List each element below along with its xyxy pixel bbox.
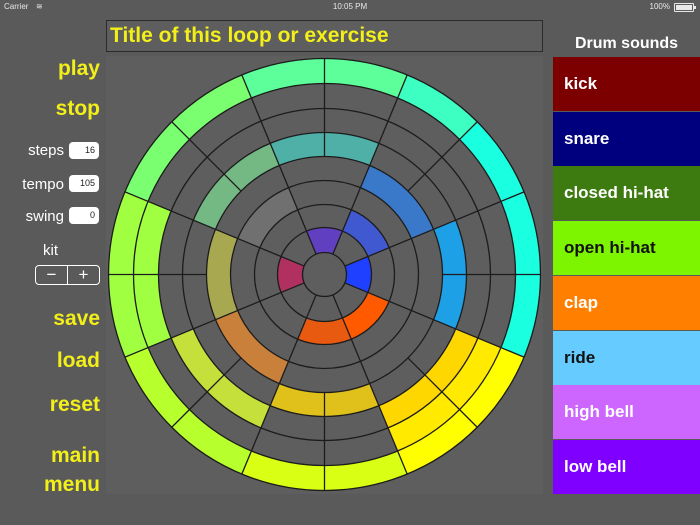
play-button[interactable]: play — [57, 57, 100, 80]
main-menu-label-line1: main — [50, 444, 100, 467]
wheel-spoke — [171, 121, 242, 192]
drum-sounds-header: Drum sounds — [574, 35, 679, 52]
save-button[interactable]: save — [53, 307, 100, 330]
steps-label: steps — [28, 142, 64, 159]
main-menu-label-line2: menu — [43, 473, 100, 496]
kit-decrement-button[interactable]: − — [36, 266, 68, 284]
drum-sound-ride[interactable]: ride — [553, 330, 700, 385]
wheel-center — [301, 251, 348, 298]
active-step-cell[interactable] — [342, 292, 390, 340]
drum-sound-high-bell[interactable]: high bell — [553, 385, 700, 440]
swing-label: swing — [25, 208, 64, 225]
load-button[interactable]: load — [56, 349, 100, 372]
kit-stepper[interactable]: − + — [35, 265, 100, 285]
drum-sound-kick[interactable]: kick — [553, 57, 700, 111]
wheel-spoke — [344, 282, 525, 358]
wheel-spoke — [124, 282, 305, 358]
wheel-ring — [253, 203, 396, 346]
wheel-spoke — [332, 74, 408, 255]
wheel-spoke — [241, 294, 317, 475]
wheel-spoke — [124, 191, 305, 267]
wheel-spoke — [332, 294, 408, 475]
drum-sound-open-hi-hat[interactable]: open hi-hat — [553, 221, 700, 276]
wheel-spoke — [407, 357, 478, 428]
battery-icon — [674, 3, 696, 12]
clock: 10:05 PM — [332, 2, 368, 11]
tempo-input[interactable]: 105 — [69, 175, 99, 192]
wheel-spoke — [171, 357, 242, 428]
active-step-cell[interactable] — [297, 317, 352, 345]
tempo-label: tempo — [22, 176, 64, 193]
active-step-cell[interactable] — [360, 165, 434, 239]
active-step-cell[interactable] — [344, 256, 372, 293]
reset-button[interactable]: reset — [49, 393, 100, 416]
steps-input[interactable]: 16 — [69, 142, 99, 159]
sequencer-wheel[interactable] — [106, 56, 543, 494]
wheel-ring — [276, 226, 373, 323]
status-bar: Carrier ≋ 10:05 PM 100% — [0, 0, 700, 14]
wifi-icon: ≋ — [36, 2, 43, 11]
battery-percent: 100% — [649, 2, 670, 11]
wheel-spoke — [407, 121, 478, 192]
active-step-cell[interactable] — [215, 310, 289, 384]
main-menu-button[interactable]: main menu — [44, 441, 100, 499]
drum-sound-low-bell[interactable]: low bell — [553, 439, 700, 494]
drum-sound-snare[interactable]: snare — [553, 111, 700, 166]
wheel-ring — [229, 179, 420, 370]
active-step-cell[interactable] — [277, 256, 305, 293]
sequencer-wheel-panel — [106, 56, 543, 494]
active-step-cell[interactable] — [342, 209, 390, 257]
drum-sound-clap[interactable]: clap — [553, 275, 700, 330]
active-step-cell[interactable] — [306, 227, 343, 255]
active-step-cell[interactable] — [206, 229, 238, 320]
stop-button[interactable]: stop — [55, 97, 100, 120]
kit-increment-button[interactable]: + — [78, 265, 89, 284]
carrier-label: Carrier — [4, 2, 29, 11]
wheel-spoke — [344, 191, 525, 267]
wheel-spoke — [241, 74, 317, 255]
active-step-cell[interactable] — [237, 187, 298, 248]
title-field[interactable]: Title of this loop or exercise — [106, 20, 543, 52]
kit-label: kit — [43, 242, 58, 259]
drum-sound-closed-hi-hat[interactable]: closed hi-hat — [553, 166, 700, 221]
swing-input[interactable]: 0 — [69, 207, 99, 224]
